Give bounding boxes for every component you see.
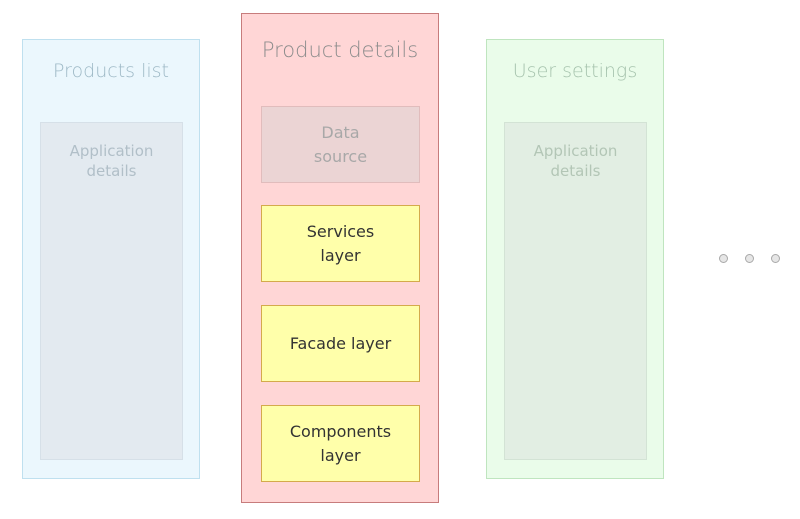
products-list-application-details-label: Application details <box>69 142 154 180</box>
user-settings-application-details-label: Application details <box>533 142 618 180</box>
products-list-application-details: Application details <box>40 122 183 460</box>
ellipsis-dot-icon <box>771 254 780 263</box>
ellipsis-dot-icon <box>745 254 754 263</box>
data-source-box: Data source <box>261 106 420 183</box>
products-list-title: Products list <box>53 60 169 82</box>
user-settings-title: User settings <box>512 60 638 82</box>
user-settings-panel: User settings Application details <box>486 39 664 479</box>
ellipsis-dot-icon <box>719 254 728 263</box>
user-settings-application-details: Application details <box>504 122 647 460</box>
products-list-panel: Products list Application details <box>22 39 200 479</box>
facade-layer-box: Facade layer <box>261 305 420 382</box>
product-details-title: Product details <box>261 38 419 62</box>
services-layer-box: Services layer <box>261 205 420 282</box>
product-details-panel: Product details Data source Services lay… <box>241 13 439 503</box>
components-layer-box: Components layer <box>261 405 420 482</box>
